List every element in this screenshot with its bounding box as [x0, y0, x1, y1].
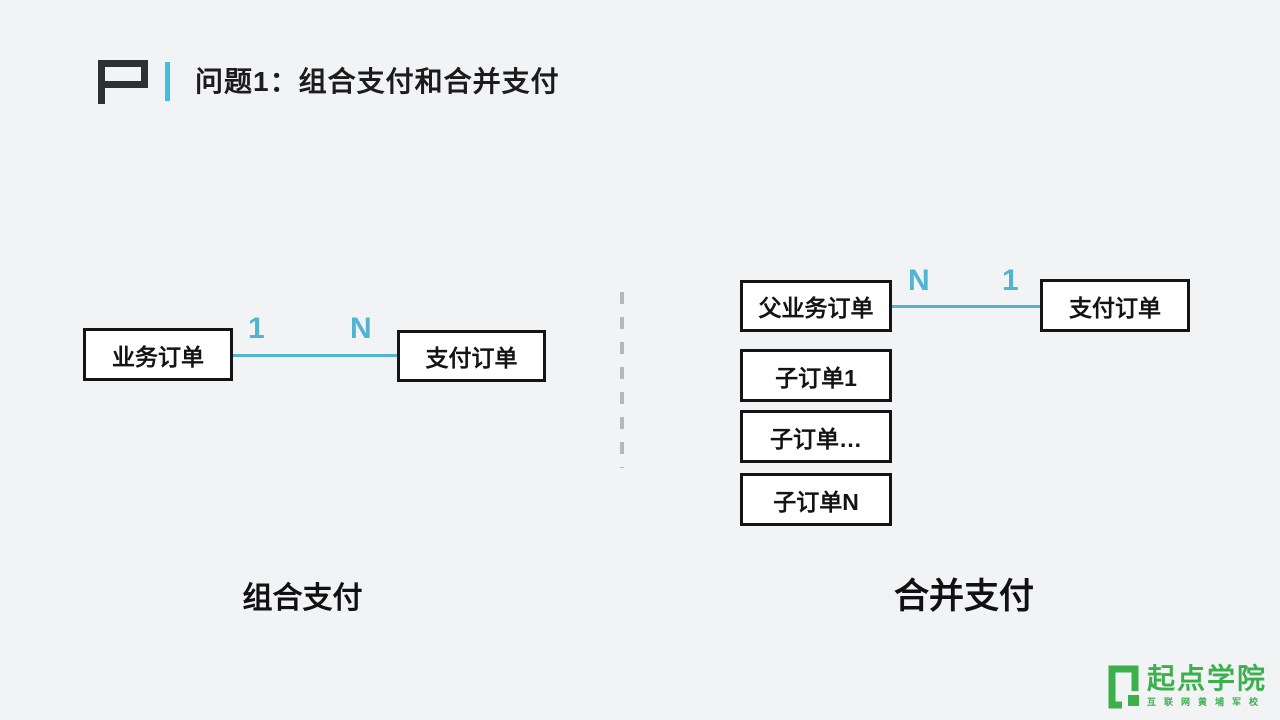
vertical-dashed-divider	[620, 292, 624, 468]
slide-logo-icon	[98, 60, 148, 104]
relation-line-right	[892, 305, 1040, 308]
parent-order-box: 父业务订单	[740, 280, 892, 332]
sub-order-box-n: 子订单N	[740, 473, 892, 526]
cardinality-label-left-n: N	[350, 312, 372, 345]
sub-order-box-1: 子订单1	[740, 349, 892, 402]
payment-order-box-right: 支付订单	[1040, 279, 1190, 332]
sub-order-box-ellipsis: 子订单…	[740, 410, 892, 463]
merged-payment-caption: 合并支付	[893, 577, 1034, 616]
cardinality-label-right-1: 1	[1002, 264, 1019, 297]
cardinality-label-left-1: 1	[248, 312, 265, 345]
brand-tagline: 互联网黄埔军校	[1147, 697, 1267, 707]
payment-order-box-left: 支付订单	[397, 330, 546, 382]
relation-line-left	[233, 354, 397, 357]
page-title: 问题1：组合支付和合并支付	[195, 66, 560, 97]
qidian-logo-icon	[1108, 665, 1139, 709]
brand-name: 起点学院	[1147, 663, 1268, 694]
cardinality-label-right-n: N	[908, 264, 930, 297]
brand-footer: 起点学院 互联网黄埔军校	[1108, 665, 1267, 710]
title-accent-bar	[165, 62, 170, 101]
business-order-box: 业务订单	[83, 328, 233, 381]
combined-payment-caption: 组合支付	[242, 582, 363, 615]
